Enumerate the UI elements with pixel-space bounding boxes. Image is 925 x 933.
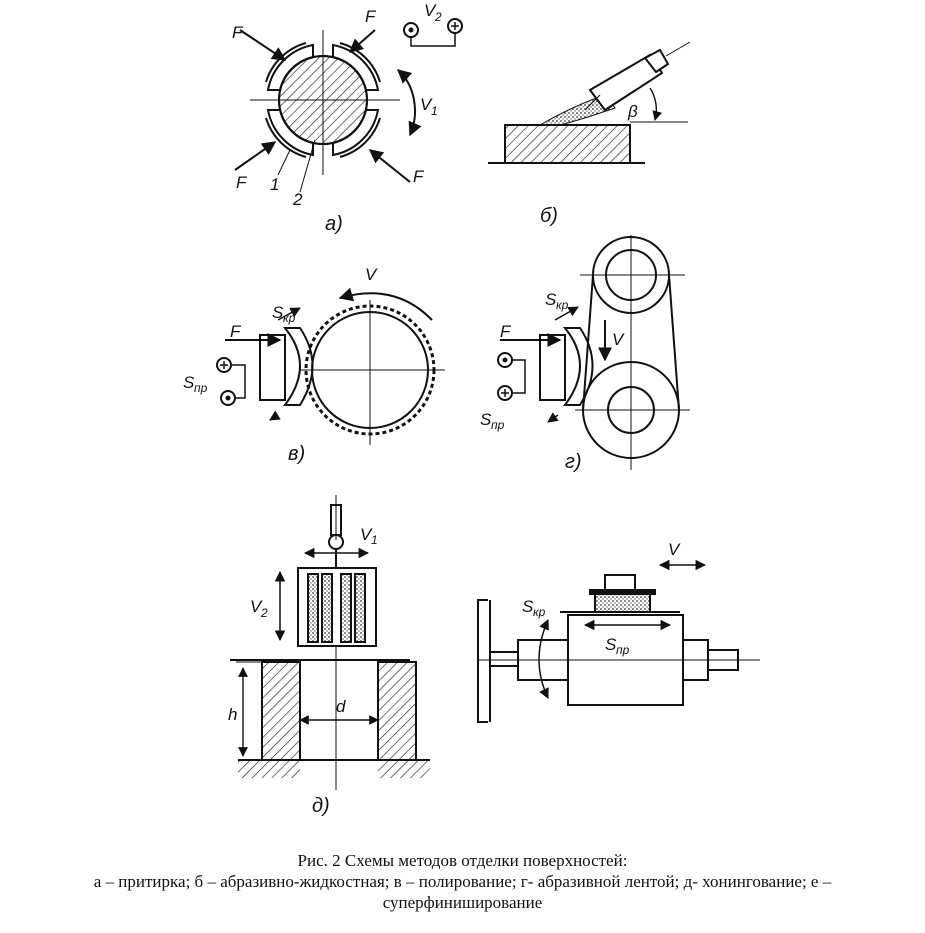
label-feed-subscript: пр xyxy=(616,643,630,657)
label-feed-radial: S xyxy=(545,290,557,309)
label-velocity-subscript: 1 xyxy=(431,104,438,118)
label-force: F xyxy=(236,173,248,192)
label-velocity-subscript: 2 xyxy=(434,10,442,24)
figure-caption: Рис. 2 Схемы методов отделки поверхносте… xyxy=(0,850,925,913)
methods-diagram: F F F F V 1 V 2 1 2 а) β б) F S кр S пр … xyxy=(183,1,760,817)
label-velocity: V xyxy=(612,330,625,349)
panel-caption: б) xyxy=(540,205,558,227)
label-angle: β xyxy=(627,102,638,121)
label-velocity-subscript: 1 xyxy=(371,533,378,547)
label-part-2: 2 xyxy=(292,190,303,209)
label-force: F xyxy=(230,322,242,341)
label-feed-long: S xyxy=(480,410,492,429)
label-force: F xyxy=(413,167,425,186)
label-feed-subscript: пр xyxy=(491,418,505,432)
caption-title: Рис. 2 Схемы методов отделки поверхносте… xyxy=(297,851,628,870)
label-feed-long: S xyxy=(605,635,617,654)
caption-legend: а – притирка; б – абразивно-жидкостная; … xyxy=(93,872,832,891)
panel-caption: г) xyxy=(565,451,582,473)
panel-caption: д) xyxy=(312,795,330,817)
panel-g-belt xyxy=(497,235,690,470)
label-feed-subscript: кр xyxy=(283,311,296,325)
caption-legend-continued: суперфиниширование xyxy=(382,893,543,912)
panel-caption: в) xyxy=(288,443,305,465)
panel-b-abrasive-liquid xyxy=(488,41,691,164)
label-height: h xyxy=(228,705,237,724)
label-velocity: V xyxy=(668,540,681,559)
label-force: F xyxy=(232,23,244,42)
label-feed-long: S xyxy=(183,373,195,392)
label-feed-subscript: пр xyxy=(194,381,208,395)
label-velocity: V xyxy=(420,95,433,114)
panel-e-superfinishing xyxy=(477,559,760,723)
label-feed-subscript: кр xyxy=(533,605,546,619)
panel-a-lapping xyxy=(234,18,463,193)
label-velocity: V xyxy=(365,265,378,284)
label-velocity: V xyxy=(360,525,373,544)
label-feed-radial: S xyxy=(272,303,284,322)
label-velocity: V xyxy=(424,1,437,20)
label-feed-subscript: кр xyxy=(556,298,569,312)
panel-v-polishing xyxy=(216,287,445,445)
label-part-1: 1 xyxy=(270,175,279,194)
label-velocity-subscript: 2 xyxy=(260,606,268,620)
label-feed-radial: S xyxy=(522,597,534,616)
label-force: F xyxy=(365,7,377,26)
label-diameter: d xyxy=(336,697,346,716)
label-velocity: V xyxy=(250,597,263,616)
label-force: F xyxy=(500,322,512,341)
panel-caption: а) xyxy=(325,213,343,235)
panel-d-honing xyxy=(230,495,430,790)
